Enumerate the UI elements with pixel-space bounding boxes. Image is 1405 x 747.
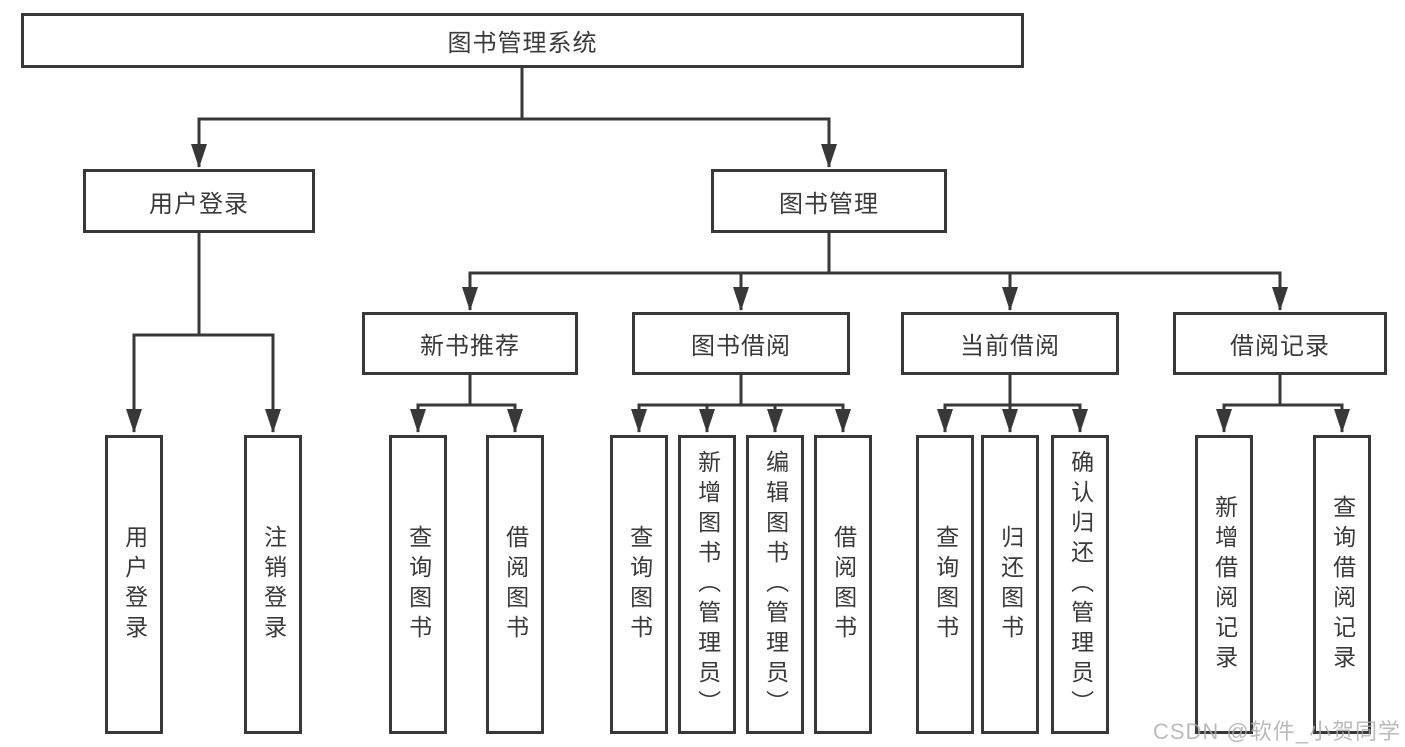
connector-borrowing-records-split (1216, 375, 1350, 433)
leaf-nbr-query-books: 查询图书 (389, 435, 447, 734)
connector-user-login-split (126, 233, 281, 433)
leaf-label: 查询图书 (932, 524, 959, 645)
leaf-label: 借阅图书 (502, 524, 529, 645)
watermark-text: CSDN @软件_小贺同学 (1152, 719, 1401, 744)
node-borrowing-records: 借阅记录 (1173, 312, 1387, 375)
leaf-bb-borrow-books: 借阅图书 (814, 435, 872, 734)
node-current-borrowing: 当前借阅 (901, 312, 1119, 375)
node-user-login: 用户登录 (83, 169, 315, 233)
leaf-nbr-borrow-books: 借阅图书 (486, 435, 544, 734)
leaf-cb-return-books: 归还图书 (981, 435, 1039, 734)
connector-book-borrowing-split (631, 375, 851, 433)
node-book-management: 图书管理 (711, 169, 947, 233)
leaf-user-login: 用户登录 (105, 435, 163, 734)
leaf-br-query-record: 查询借阅记录 (1313, 435, 1371, 734)
node-book-borrowing: 图书借阅 (632, 312, 850, 375)
leaf-label: 查询图书 (626, 524, 653, 645)
node-new-book-recommend: 新书推荐 (362, 312, 578, 375)
leaf-label: 归还图书 (997, 524, 1024, 645)
leaf-bb-edit-book-admin: 编辑图书（管理员） (746, 435, 804, 734)
connector-current-borrowing-split (937, 375, 1088, 433)
node-root: 图书管理系统 (21, 13, 1024, 68)
leaf-bb-query-books: 查询图书 (610, 435, 668, 734)
leaf-label: 确认归还（管理员） (1067, 449, 1094, 720)
leaf-br-add-record: 新增借阅记录 (1195, 435, 1253, 734)
leaf-label: 新增借阅记录 (1211, 494, 1238, 675)
leaf-logout: 注销登录 (244, 435, 302, 734)
leaf-label: 编辑图书（管理员） (762, 449, 789, 720)
leaf-cb-query-books: 查询图书 (916, 435, 974, 734)
leaf-bb-add-book-admin: 新增图书（管理员） (678, 435, 736, 734)
leaf-cb-confirm-return-admin: 确认归还（管理员） (1051, 435, 1109, 734)
leaf-label: 查询借阅记录 (1329, 494, 1356, 675)
leaf-label: 用户登录 (121, 524, 148, 645)
connector-root-split (191, 68, 837, 168)
connector-new-book-recommend-split (410, 375, 523, 433)
leaf-label: 借阅图书 (830, 524, 857, 645)
leaf-label: 新增图书（管理员） (694, 449, 721, 720)
leaf-label: 查询图书 (405, 524, 432, 645)
connector-book-management-split (462, 233, 1288, 311)
leaf-label: 注销登录 (260, 524, 287, 645)
